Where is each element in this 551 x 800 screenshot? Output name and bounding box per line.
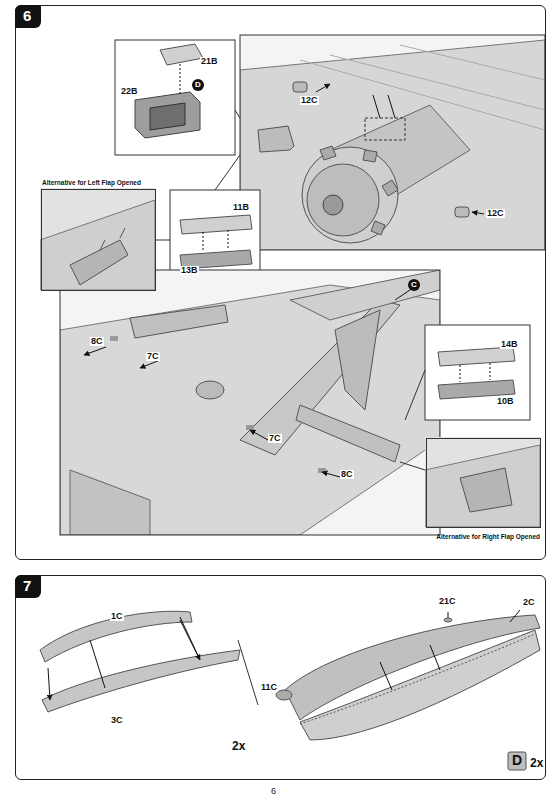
- part-number: 10B: [496, 397, 515, 406]
- step-frame: 6Alternative for Left Flap OpenedAlterna…: [15, 5, 546, 560]
- inset-heading: Alternative for Left Flap Opened: [42, 179, 141, 186]
- quantity-mark: 2x: [232, 740, 245, 752]
- part-number: 1C: [110, 612, 124, 621]
- callout-letter: C: [408, 279, 420, 291]
- part-number: 8C: [340, 470, 354, 479]
- part-number: 22B: [120, 87, 139, 96]
- alternative-inset: Alternative for Left Flap Opened: [41, 189, 156, 291]
- quantity-mark: 2x: [530, 757, 543, 769]
- step-frame: 7: [15, 575, 546, 780]
- part-number: 11B: [232, 203, 250, 212]
- step-number: 7: [15, 575, 41, 598]
- part-number: 21C: [438, 597, 457, 606]
- inset-heading: Alternative for Right Flap Opened: [436, 533, 540, 540]
- page-number: 6: [271, 787, 276, 796]
- part-number: 2C: [522, 598, 536, 607]
- step-number: 6: [15, 5, 41, 28]
- airframe-view: [60, 270, 440, 535]
- alternative-inset: Alternative for Right Flap Opened: [426, 438, 541, 528]
- part-number: 7C: [146, 352, 160, 361]
- part-number: 12C: [486, 209, 505, 218]
- sprue-letter: D: [508, 753, 526, 767]
- part-number: 21B: [200, 57, 219, 66]
- part-number: 8C: [90, 337, 104, 346]
- part-number: 3C: [110, 716, 124, 725]
- part-number: 13B: [180, 266, 199, 275]
- part-number: 11C: [260, 683, 278, 692]
- engine-view: [240, 35, 545, 250]
- callout-letter: D: [192, 79, 204, 91]
- part-number: 7C: [268, 434, 282, 443]
- part-number: 12C: [300, 96, 319, 105]
- part-number: 14B: [500, 340, 519, 349]
